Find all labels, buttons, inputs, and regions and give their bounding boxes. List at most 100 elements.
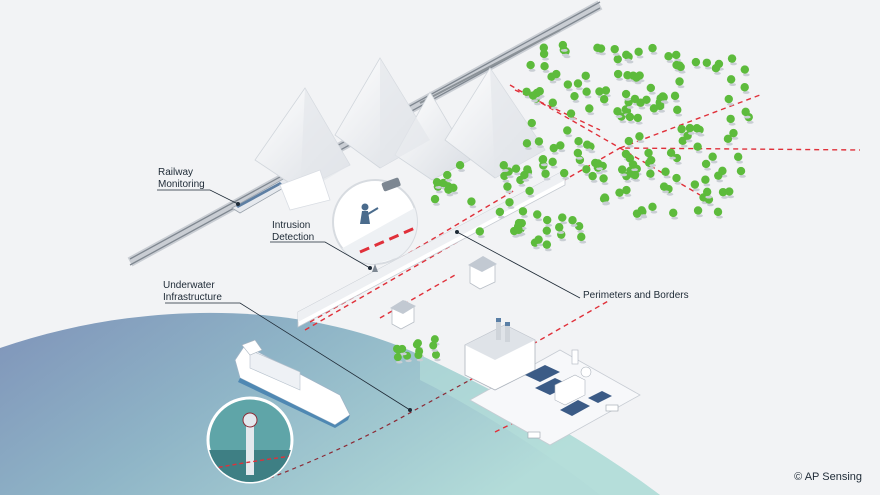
tree-icon xyxy=(648,202,657,212)
tree-icon xyxy=(577,232,586,242)
tree-shadow xyxy=(624,179,632,183)
tree-shadow xyxy=(695,131,702,135)
tree-shadow xyxy=(625,78,633,82)
tree-icon xyxy=(573,79,583,88)
tree-shadow xyxy=(736,160,744,164)
intrusion-zoom-lens xyxy=(332,177,418,272)
tree-icon xyxy=(670,91,680,101)
leader-lines xyxy=(157,189,581,411)
tree-icon xyxy=(542,240,552,249)
tree-icon xyxy=(677,124,686,134)
tree-shadow xyxy=(743,115,751,119)
tree-icon xyxy=(676,62,685,72)
tree-icon xyxy=(675,77,684,86)
tree-shadow xyxy=(578,163,585,167)
tree-icon xyxy=(582,165,591,174)
tree-icon xyxy=(693,206,703,215)
tree-icon xyxy=(558,213,567,222)
tree-shadow xyxy=(675,161,682,165)
tree-shadow xyxy=(620,173,628,177)
tree-shadow xyxy=(562,176,570,180)
tree-shadow xyxy=(601,182,609,186)
tree-icon xyxy=(582,140,592,149)
tree-icon xyxy=(726,75,736,84)
tree-shadow xyxy=(731,136,739,140)
tree-icon xyxy=(628,160,638,169)
tree-shadow xyxy=(662,190,669,194)
tree-shadow xyxy=(669,156,676,160)
tree-icon xyxy=(581,71,590,80)
tree-shadow xyxy=(506,175,514,179)
tree-icon xyxy=(566,109,576,118)
tree-shadow xyxy=(577,229,584,233)
tree-shadow xyxy=(696,214,703,218)
perimeters-borders-label: Perimeters and Borders xyxy=(583,290,689,301)
tree-shadow xyxy=(688,131,695,135)
intruder-icon xyxy=(360,203,379,224)
tree-shadow xyxy=(550,106,558,110)
tree-shadow xyxy=(631,168,638,172)
tree-shadow xyxy=(703,183,711,187)
tree-shadow xyxy=(551,151,559,155)
tree-icon xyxy=(624,136,634,146)
tree-icon xyxy=(723,134,733,144)
tree-shadow xyxy=(434,358,441,362)
tree-icon xyxy=(393,40,754,364)
tree-icon xyxy=(672,173,681,183)
tree-icon xyxy=(444,185,453,194)
tree-shadow xyxy=(714,71,721,75)
tree-icon xyxy=(432,350,441,359)
tree-shadow xyxy=(542,69,550,73)
tree-icon xyxy=(559,168,569,178)
tree-icon xyxy=(601,86,611,95)
tree-shadow xyxy=(585,148,593,152)
tree-icon xyxy=(646,83,656,93)
tree-shadow xyxy=(693,188,700,192)
tree-shadow xyxy=(534,102,541,106)
tree-shadow xyxy=(739,174,746,178)
tree-shadow xyxy=(584,95,592,99)
tree-shadow xyxy=(590,179,598,183)
security-camera-icon xyxy=(381,177,401,192)
tree-icon xyxy=(692,124,702,133)
tree-shadow xyxy=(544,234,552,238)
tree-shadow xyxy=(521,214,528,218)
tree-icon xyxy=(713,207,723,217)
tree-shadow xyxy=(727,195,735,199)
tree-shadow xyxy=(396,360,403,364)
tree-shadow xyxy=(730,62,737,66)
tree-shadow xyxy=(666,59,674,63)
tree-shadow xyxy=(536,243,544,247)
tree-shadow xyxy=(505,190,513,194)
tree-shadow xyxy=(680,144,688,148)
tree-shadow xyxy=(596,171,603,175)
tree-shadow xyxy=(572,99,580,103)
tree-shadow xyxy=(685,139,693,143)
tree-icon xyxy=(540,62,549,71)
tree-icon xyxy=(574,136,583,146)
tree-icon xyxy=(610,44,619,54)
tree-icon xyxy=(622,185,631,195)
tree-icon xyxy=(655,101,665,111)
tree-shadow xyxy=(636,55,644,59)
tree-icon xyxy=(538,155,547,164)
tree-shadow xyxy=(635,121,643,125)
tree-shadow xyxy=(477,235,485,239)
tree-shadow xyxy=(416,358,424,362)
tree-icon xyxy=(599,174,608,183)
tree-shadow xyxy=(587,112,595,116)
tree-shadow xyxy=(648,91,656,95)
tree-shadow xyxy=(529,126,537,130)
tree-icon xyxy=(555,223,564,232)
tree-icon xyxy=(702,58,712,67)
tree-shadow xyxy=(431,349,438,352)
tree-icon xyxy=(439,178,448,188)
tree-shadow xyxy=(695,150,703,154)
tree-shadow xyxy=(514,172,521,176)
tree-shadow xyxy=(726,102,734,106)
tree-icon xyxy=(666,148,676,158)
tree-icon xyxy=(588,171,597,181)
tree-shadow xyxy=(635,217,642,221)
tree-shadow xyxy=(663,175,671,179)
tree-shadow xyxy=(705,195,713,199)
